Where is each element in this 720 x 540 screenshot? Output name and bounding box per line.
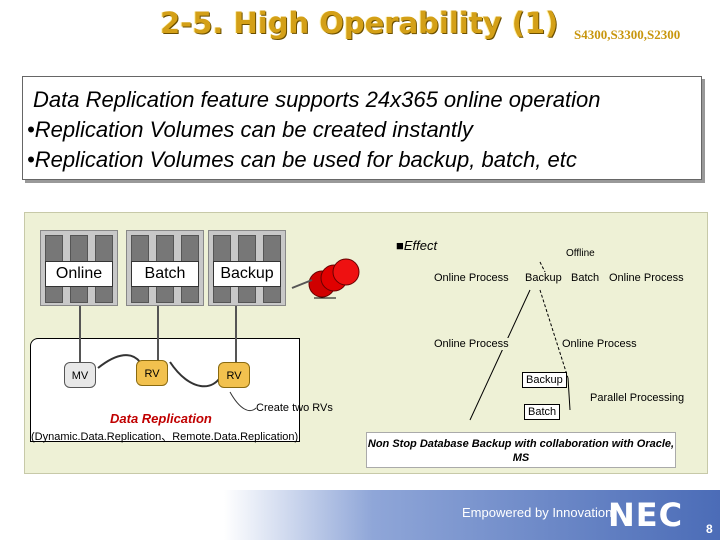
storage-pool [30,338,300,442]
offline-label: Offline [566,248,595,259]
summary-line-1: Data Replication feature supports 24x365… [33,87,601,112]
model-list: S4300,S3300,S2300 [574,27,681,42]
timeline-batch: Batch [571,272,600,284]
rv-disk: RV [136,360,168,386]
server-label: Backup [213,261,281,287]
timeline-online-process: Online Process [434,272,509,284]
effect-label: ■Effect [396,238,438,253]
nec-logo: NEC [608,496,684,534]
footer-band [224,490,720,540]
create-rvs-label: Create two RVs [256,402,333,414]
timeline-online-process: Online Process [434,338,509,350]
server-online: Online [40,230,118,306]
rv-disk: RV [218,362,250,388]
server-label: Batch [131,261,199,287]
timeline-online-process: Online Process [609,272,684,284]
server-backup: Backup [208,230,286,306]
replication-subtitle: (Dynamic.Data.Replication、Remote.Data.Re… [31,431,299,443]
callout-box: Non Stop Database Backup with collaborat… [366,432,676,468]
summary-line-3: •Replication Volumes can be used for bac… [27,147,577,172]
parallel-backup-box: Backup [522,372,567,388]
timeline-online-process: Online Process [562,338,637,350]
page-number: 8 [706,522,713,536]
summary-line-2: •Replication Volumes can be created inst… [27,117,473,142]
parallel-processing-label: Parallel Processing [590,392,685,404]
server-label: Online [45,261,113,287]
tape-media-icon [308,258,360,299]
mv-disk: MV [64,362,96,388]
parallel-batch-box: Batch [524,404,561,420]
server-batch: Batch [126,230,204,306]
replication-title: Data Replication [110,411,212,426]
page-title: 2-5. High Operability (1) [160,6,559,40]
timeline-backup: Backup [525,272,562,284]
summary-box: Data Replication feature supports 24x365… [22,76,702,180]
footer-tagline: Empowered by Innovation [462,505,613,520]
